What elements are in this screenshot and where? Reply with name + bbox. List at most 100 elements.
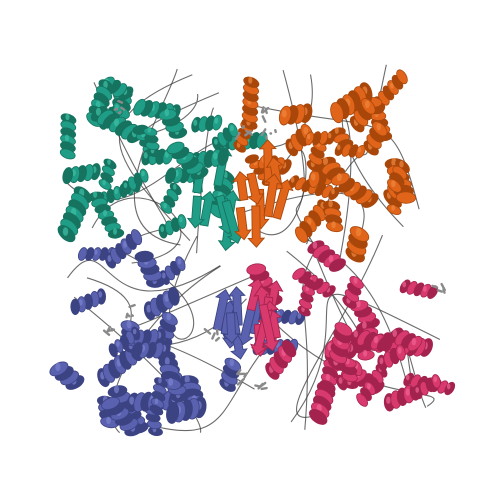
helix-highlight bbox=[114, 118, 119, 127]
helix-turn bbox=[165, 167, 177, 184]
ligand-bond bbox=[125, 312, 129, 319]
helix-turn bbox=[281, 339, 297, 358]
ligand-bond bbox=[120, 106, 126, 111]
helix-highlight bbox=[336, 173, 342, 182]
helix-highlight bbox=[113, 228, 117, 235]
helix-highlight bbox=[303, 127, 309, 135]
helix-turn bbox=[166, 141, 185, 155]
beta-strand-arrow bbox=[186, 195, 205, 229]
ligand-bond bbox=[241, 125, 246, 130]
beta-strand-arrow bbox=[247, 205, 266, 248]
coil-loop bbox=[118, 74, 193, 241]
helix-highlight bbox=[433, 376, 438, 383]
helix-turn bbox=[130, 229, 143, 246]
helix-highlight bbox=[164, 108, 170, 117]
helix-turn bbox=[330, 102, 344, 124]
ligand-bond bbox=[261, 106, 270, 114]
helix-highlight bbox=[248, 76, 253, 84]
helix-highlight bbox=[331, 188, 335, 195]
helix-highlight bbox=[214, 138, 218, 145]
ligand-bond bbox=[203, 328, 212, 335]
helix-highlight bbox=[78, 299, 83, 306]
beta-strand-arrow bbox=[222, 312, 241, 344]
helix-highlight bbox=[116, 341, 120, 347]
helix-highlight bbox=[141, 170, 145, 177]
ligand-bond bbox=[128, 303, 136, 309]
beta-strand-arrow bbox=[234, 206, 252, 241]
chain-orange bbox=[232, 69, 417, 263]
helix-turn bbox=[334, 322, 353, 337]
ligand-bond bbox=[117, 99, 124, 104]
helix-highlight bbox=[123, 241, 128, 248]
helix-highlight bbox=[306, 133, 311, 140]
ligand-bond bbox=[130, 313, 135, 317]
helix-highlight bbox=[229, 358, 235, 367]
helix-highlight bbox=[405, 374, 410, 381]
helix-highlight bbox=[179, 216, 183, 223]
ligand-bond bbox=[211, 332, 216, 340]
ligand-bond bbox=[102, 329, 111, 336]
helix-turn bbox=[395, 191, 417, 204]
helix-highlight bbox=[415, 387, 420, 393]
helix-highlight bbox=[65, 113, 70, 121]
helix-turn bbox=[133, 98, 147, 116]
helix-turn bbox=[319, 380, 336, 393]
helix-turn bbox=[328, 258, 346, 272]
ligand-bond bbox=[265, 110, 268, 115]
helix-highlight bbox=[147, 127, 152, 133]
helix-highlight bbox=[325, 373, 331, 381]
helix-turn bbox=[217, 147, 229, 166]
helix-highlight bbox=[446, 383, 451, 390]
helix-highlight bbox=[367, 383, 371, 390]
helix-highlight bbox=[107, 255, 112, 262]
ligand-bond bbox=[106, 325, 112, 333]
ligand-bond bbox=[244, 130, 252, 137]
helix-highlight bbox=[102, 179, 106, 186]
ligand-bond bbox=[215, 328, 219, 336]
beta-strand-arrow bbox=[246, 172, 265, 205]
helix-highlight bbox=[107, 159, 111, 165]
helix-turn bbox=[166, 402, 180, 424]
ligand-bond bbox=[436, 289, 444, 293]
helix-highlight bbox=[177, 258, 182, 265]
ligand-bond bbox=[243, 372, 248, 378]
helix-highlight bbox=[158, 377, 162, 384]
helix-highlight bbox=[166, 313, 171, 321]
ligand-bond bbox=[234, 131, 241, 141]
helix-highlight bbox=[362, 321, 367, 329]
helix-highlight bbox=[327, 132, 332, 139]
coil-loop bbox=[133, 68, 181, 246]
chain-teal bbox=[57, 76, 268, 252]
helix-highlight bbox=[379, 357, 384, 365]
helix-turn bbox=[376, 335, 391, 352]
helix-highlight bbox=[353, 330, 358, 338]
helix-highlight bbox=[392, 329, 398, 337]
coil-loop bbox=[290, 293, 441, 423]
helix-highlight bbox=[364, 100, 370, 109]
helix-highlight bbox=[126, 320, 132, 329]
ligand-bond bbox=[214, 336, 221, 342]
coil-loop bbox=[67, 259, 221, 292]
helix-turn bbox=[70, 298, 81, 315]
helix-turn bbox=[108, 343, 118, 358]
helix-highlight bbox=[376, 123, 382, 131]
helix-highlight bbox=[357, 146, 362, 153]
beta-strand-arrow bbox=[258, 303, 280, 352]
helix-turn bbox=[62, 167, 73, 185]
helix-highlight bbox=[338, 377, 343, 384]
helix-highlight bbox=[161, 272, 166, 279]
helix-turn bbox=[396, 69, 408, 85]
helix-highlight bbox=[164, 357, 170, 366]
helix-highlight bbox=[334, 127, 339, 134]
helix-turn bbox=[77, 247, 88, 261]
helix-highlight bbox=[386, 396, 391, 404]
helix-turn bbox=[292, 267, 306, 280]
helix-highlight bbox=[281, 109, 287, 118]
helix-highlight bbox=[323, 157, 328, 166]
helix-highlight bbox=[311, 173, 316, 181]
helix-turn bbox=[59, 148, 76, 160]
ligand-bond bbox=[440, 282, 446, 292]
ligand-bond bbox=[261, 115, 267, 123]
